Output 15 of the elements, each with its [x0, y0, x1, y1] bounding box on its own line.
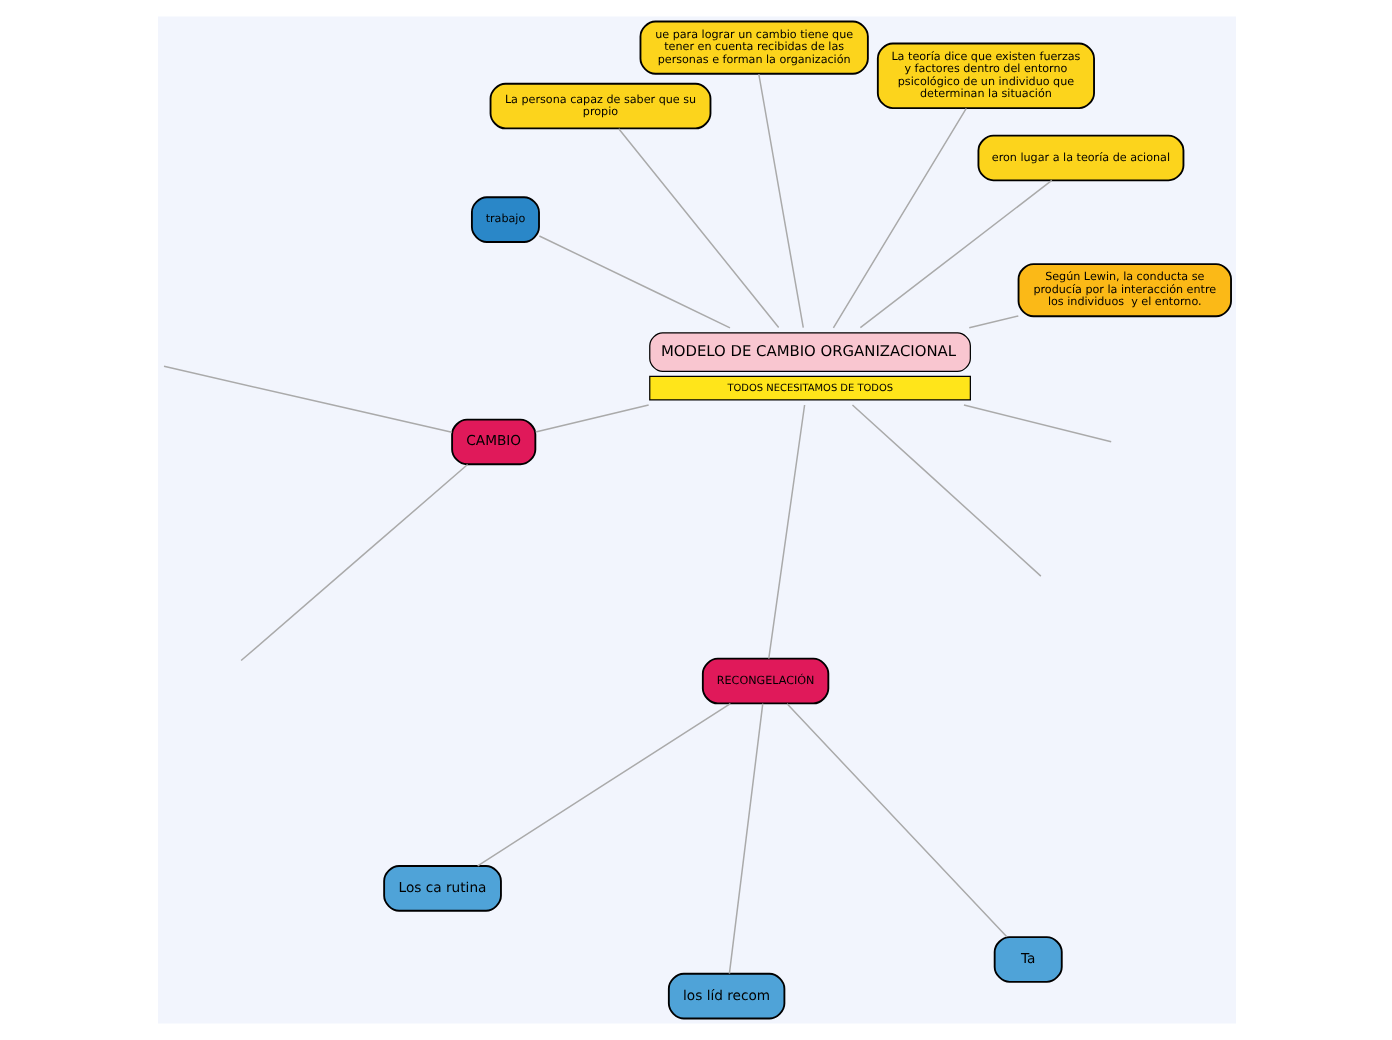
connector [616, 127, 779, 329]
connector [727, 702, 763, 975]
connector [757, 73, 803, 329]
connector [767, 404, 805, 660]
connector [850, 404, 1041, 577]
connector [537, 235, 730, 329]
connector [962, 404, 1111, 443]
connector [162, 365, 452, 434]
connector [475, 702, 731, 867]
connector [967, 315, 1019, 329]
connector [785, 703, 1007, 938]
connector [858, 179, 1052, 329]
connector [533, 404, 649, 433]
connector [831, 107, 967, 329]
connector [239, 463, 468, 662]
